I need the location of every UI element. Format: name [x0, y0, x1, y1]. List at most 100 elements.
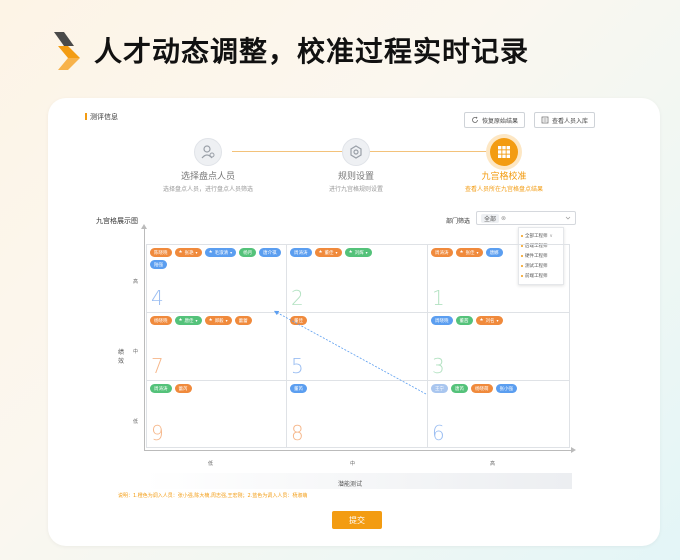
person-chip[interactable]: 唐介祺 — [259, 248, 281, 257]
headline-text: 人才动态调整，校准过程实时记录 — [94, 35, 530, 68]
dropdown-option[interactable]: 测试工程师 — [521, 261, 561, 271]
grid-cell-3[interactable]: 周晓晓 董茜 ★刘名▾ 3 — [428, 313, 569, 381]
person-chip[interactable]: 周涛涛 — [290, 248, 312, 257]
person-chip[interactable]: 董芮 — [290, 384, 307, 393]
grid-cell-6[interactable]: 王宁 唐芮杨晓萌张小强 6 — [428, 381, 569, 447]
person-name: 陆强 — [154, 262, 163, 268]
y-tick: 中 — [133, 349, 139, 355]
person-chip[interactable]: 蕾蕾 — [234, 316, 252, 325]
view-personnel-button[interactable]: 查看人员入库 — [534, 112, 596, 128]
cell-number: 4 — [151, 286, 164, 310]
step-name: 规则设置 — [337, 172, 374, 182]
person-chip-list: 陈晓晓★张艳▾★毛淑清▾杨月唐介祺陆强 — [150, 248, 286, 269]
dropdown-option[interactable]: 后端工程师 — [521, 241, 561, 251]
dropdown-option[interactable]: 全部工程师∨ — [521, 231, 561, 241]
person-chip[interactable]: ★郑毅▾ — [204, 316, 232, 325]
person-chip[interactable]: 周晓晓 — [431, 316, 453, 325]
star-icon: ★ — [178, 250, 183, 255]
person-chip[interactable]: 杨晓晓 — [150, 316, 172, 325]
chevron-down-icon: ▾ — [195, 318, 198, 323]
person-chip[interactable]: ★张艳▾ — [174, 248, 202, 257]
person-chip[interactable]: 陆强 — [150, 260, 167, 269]
reset-button[interactable]: 恢复原始结果 — [464, 112, 526, 128]
step-desc: 选择盘点人员，进行盘点人员筛选 — [162, 186, 253, 193]
person-name: 周涛涛 — [435, 250, 449, 256]
person-name: 张小强 — [499, 386, 514, 392]
grid-cell-4[interactable]: 陈晓晓★张艳▾★毛淑清▾杨月唐介祺陆强 4 — [147, 245, 287, 313]
person-chip[interactable]: ★唐佳▾ — [174, 316, 202, 325]
person-chip-list: 周涛涛蕾芮 — [150, 384, 286, 393]
y-tick: 高 — [133, 279, 139, 285]
submit-button[interactable]: 提交 — [332, 511, 382, 529]
person-chip[interactable]: 王宁 — [431, 384, 448, 393]
x-tick: 高 — [490, 461, 496, 467]
step-name: 选择盘点人员 — [180, 172, 235, 182]
clear-icon[interactable]: ⊗ — [501, 214, 507, 222]
person-name: 蕾芮 — [178, 386, 188, 392]
user-icon — [194, 138, 222, 166]
star-icon: ★ — [348, 250, 353, 255]
person-name: 董佳 — [324, 250, 334, 256]
person-chip-list: 周涛涛 ★张佳▾ 唐娜 — [431, 248, 569, 257]
legend-note: 说明：1.橙色为调入人员：张小强,陈大楠,周志强,王宏刚；2.蓝色为调入人员：杨… — [118, 493, 308, 499]
dept-filter-select[interactable]: 全部 ⊗ — [476, 211, 576, 225]
person-chip[interactable]: 董茜 — [455, 316, 473, 325]
person-name: 唐佳 — [184, 318, 194, 324]
person-chip[interactable]: 唐芮 — [451, 384, 468, 393]
chevron-down-icon: ▾ — [225, 318, 228, 323]
person-chip[interactable]: 唐娜 — [485, 248, 503, 257]
person-chip[interactable]: 杨晓萌 — [471, 384, 493, 393]
content-card: 测评信息 恢复原始结果 查看人员入库 选择盘点人员 选择盘点人员，进行盘点人员筛… — [48, 98, 660, 546]
step-rule-settings[interactable]: 规则设置 进行九宫格规则设置 — [286, 138, 426, 193]
step-desc: 查看人员所在九宫格盘点结果 — [464, 186, 543, 193]
person-chip[interactable]: 周涛涛 — [431, 248, 453, 257]
person-chip[interactable]: ★刘名▾ — [475, 316, 503, 325]
person-chip[interactable]: ★张佳▾ — [455, 248, 483, 257]
person-name: 王宁 — [435, 386, 444, 392]
person-chip[interactable]: ★刘辉▾ — [344, 248, 372, 257]
person-name: 张佳 — [465, 250, 475, 256]
person-name: 蕾蕾 — [238, 318, 248, 324]
dropdown-option[interactable]: 前端工程师 — [521, 271, 561, 281]
chevron-down-icon — [565, 216, 571, 220]
person-chip-list: 周晓晓 董茜 ★刘名▾ — [431, 316, 569, 325]
person-chip[interactable]: 蕾芮 — [174, 384, 192, 393]
step-grid-calibration[interactable]: 九宫格校准 查看人员所在九宫格盘点结果 — [434, 138, 574, 193]
grid-cell-2[interactable]: 周涛涛★董佳▾★刘辉▾2 — [287, 245, 428, 313]
person-chip[interactable]: 杨月 — [239, 248, 257, 257]
y-axis — [144, 228, 145, 450]
dept-dropdown: 全部工程师∨ 后端工程师 硬件工程师 测试工程师 前端工程师 — [518, 227, 564, 285]
dropdown-option[interactable]: 硬件工程师 — [521, 251, 561, 261]
person-name: 周晓晓 — [435, 318, 449, 324]
person-chip[interactable]: ★毛淑清▾ — [204, 248, 237, 257]
person-name: 杨晓晓 — [154, 318, 168, 324]
person-name: 唐娜 — [489, 250, 499, 256]
person-chip[interactable]: 张小强 — [495, 384, 517, 393]
person-chip[interactable]: 董佳 — [290, 316, 307, 325]
person-name: 毛淑清 — [214, 250, 229, 256]
person-name: 董芮 — [294, 386, 303, 392]
person-chip[interactable]: 陈晓晓 — [150, 248, 172, 257]
person-chip[interactable]: 周涛涛 — [150, 384, 172, 393]
cell-number: 3 — [432, 354, 445, 378]
x-tick: 低 — [208, 461, 214, 467]
person-name: 董茜 — [459, 318, 469, 324]
step-progress: 选择盘点人员 选择盘点人员，进行盘点人员筛选 规则设置 进行九宫格规则设置 九宫… — [128, 138, 588, 194]
grid-title: 九宫格展示图 — [96, 217, 138, 225]
step-select-personnel[interactable]: 选择盘点人员 选择盘点人员，进行盘点人员筛选 — [138, 138, 278, 193]
section-title: 测评信息 — [85, 113, 118, 121]
person-chip-list: 杨晓晓 ★唐佳▾★郑毅▾ 蕾蕾 — [150, 316, 286, 325]
person-name: 刘名 — [485, 318, 495, 324]
y-tick: 低 — [133, 419, 139, 425]
person-name: 唐介祺 — [263, 250, 277, 256]
person-chip-list: 王宁 唐芮杨晓萌张小强 — [431, 384, 569, 393]
cell-number: 6 — [432, 421, 445, 445]
person-chip[interactable]: ★董佳▾ — [314, 248, 342, 257]
chevron-down-icon: ▾ — [335, 250, 338, 255]
